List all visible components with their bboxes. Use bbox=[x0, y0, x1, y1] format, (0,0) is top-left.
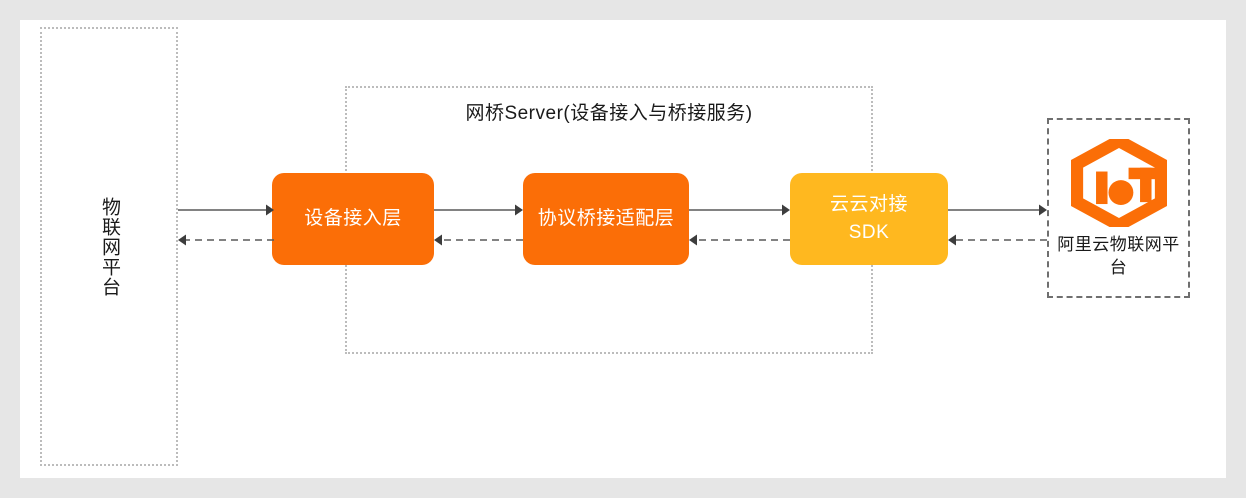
node-device-access-layer[interactable]: 设备接入层 bbox=[272, 173, 434, 265]
node-protocol-bridge-adapter-label: 协议桥接适配层 bbox=[537, 208, 675, 229]
aliyun-iot-platform-label: 阿里云物联网平台 bbox=[1057, 235, 1180, 277]
node-device-access-layer-label: 设备接入层 bbox=[304, 208, 402, 229]
iot-platform-zone: 物联网平台 bbox=[40, 27, 178, 466]
aliyun-iot-platform-zone: 阿里云物联网平台 bbox=[1047, 118, 1190, 298]
iot-platform-label: 物联网平台 bbox=[99, 196, 120, 297]
iot-hexagon-icon bbox=[1070, 139, 1167, 227]
node-protocol-bridge-adapter[interactable]: 协议桥接适配层 bbox=[523, 173, 689, 265]
bridge-server-title: 网桥Server(设备接入与桥接服务) bbox=[465, 103, 753, 124]
